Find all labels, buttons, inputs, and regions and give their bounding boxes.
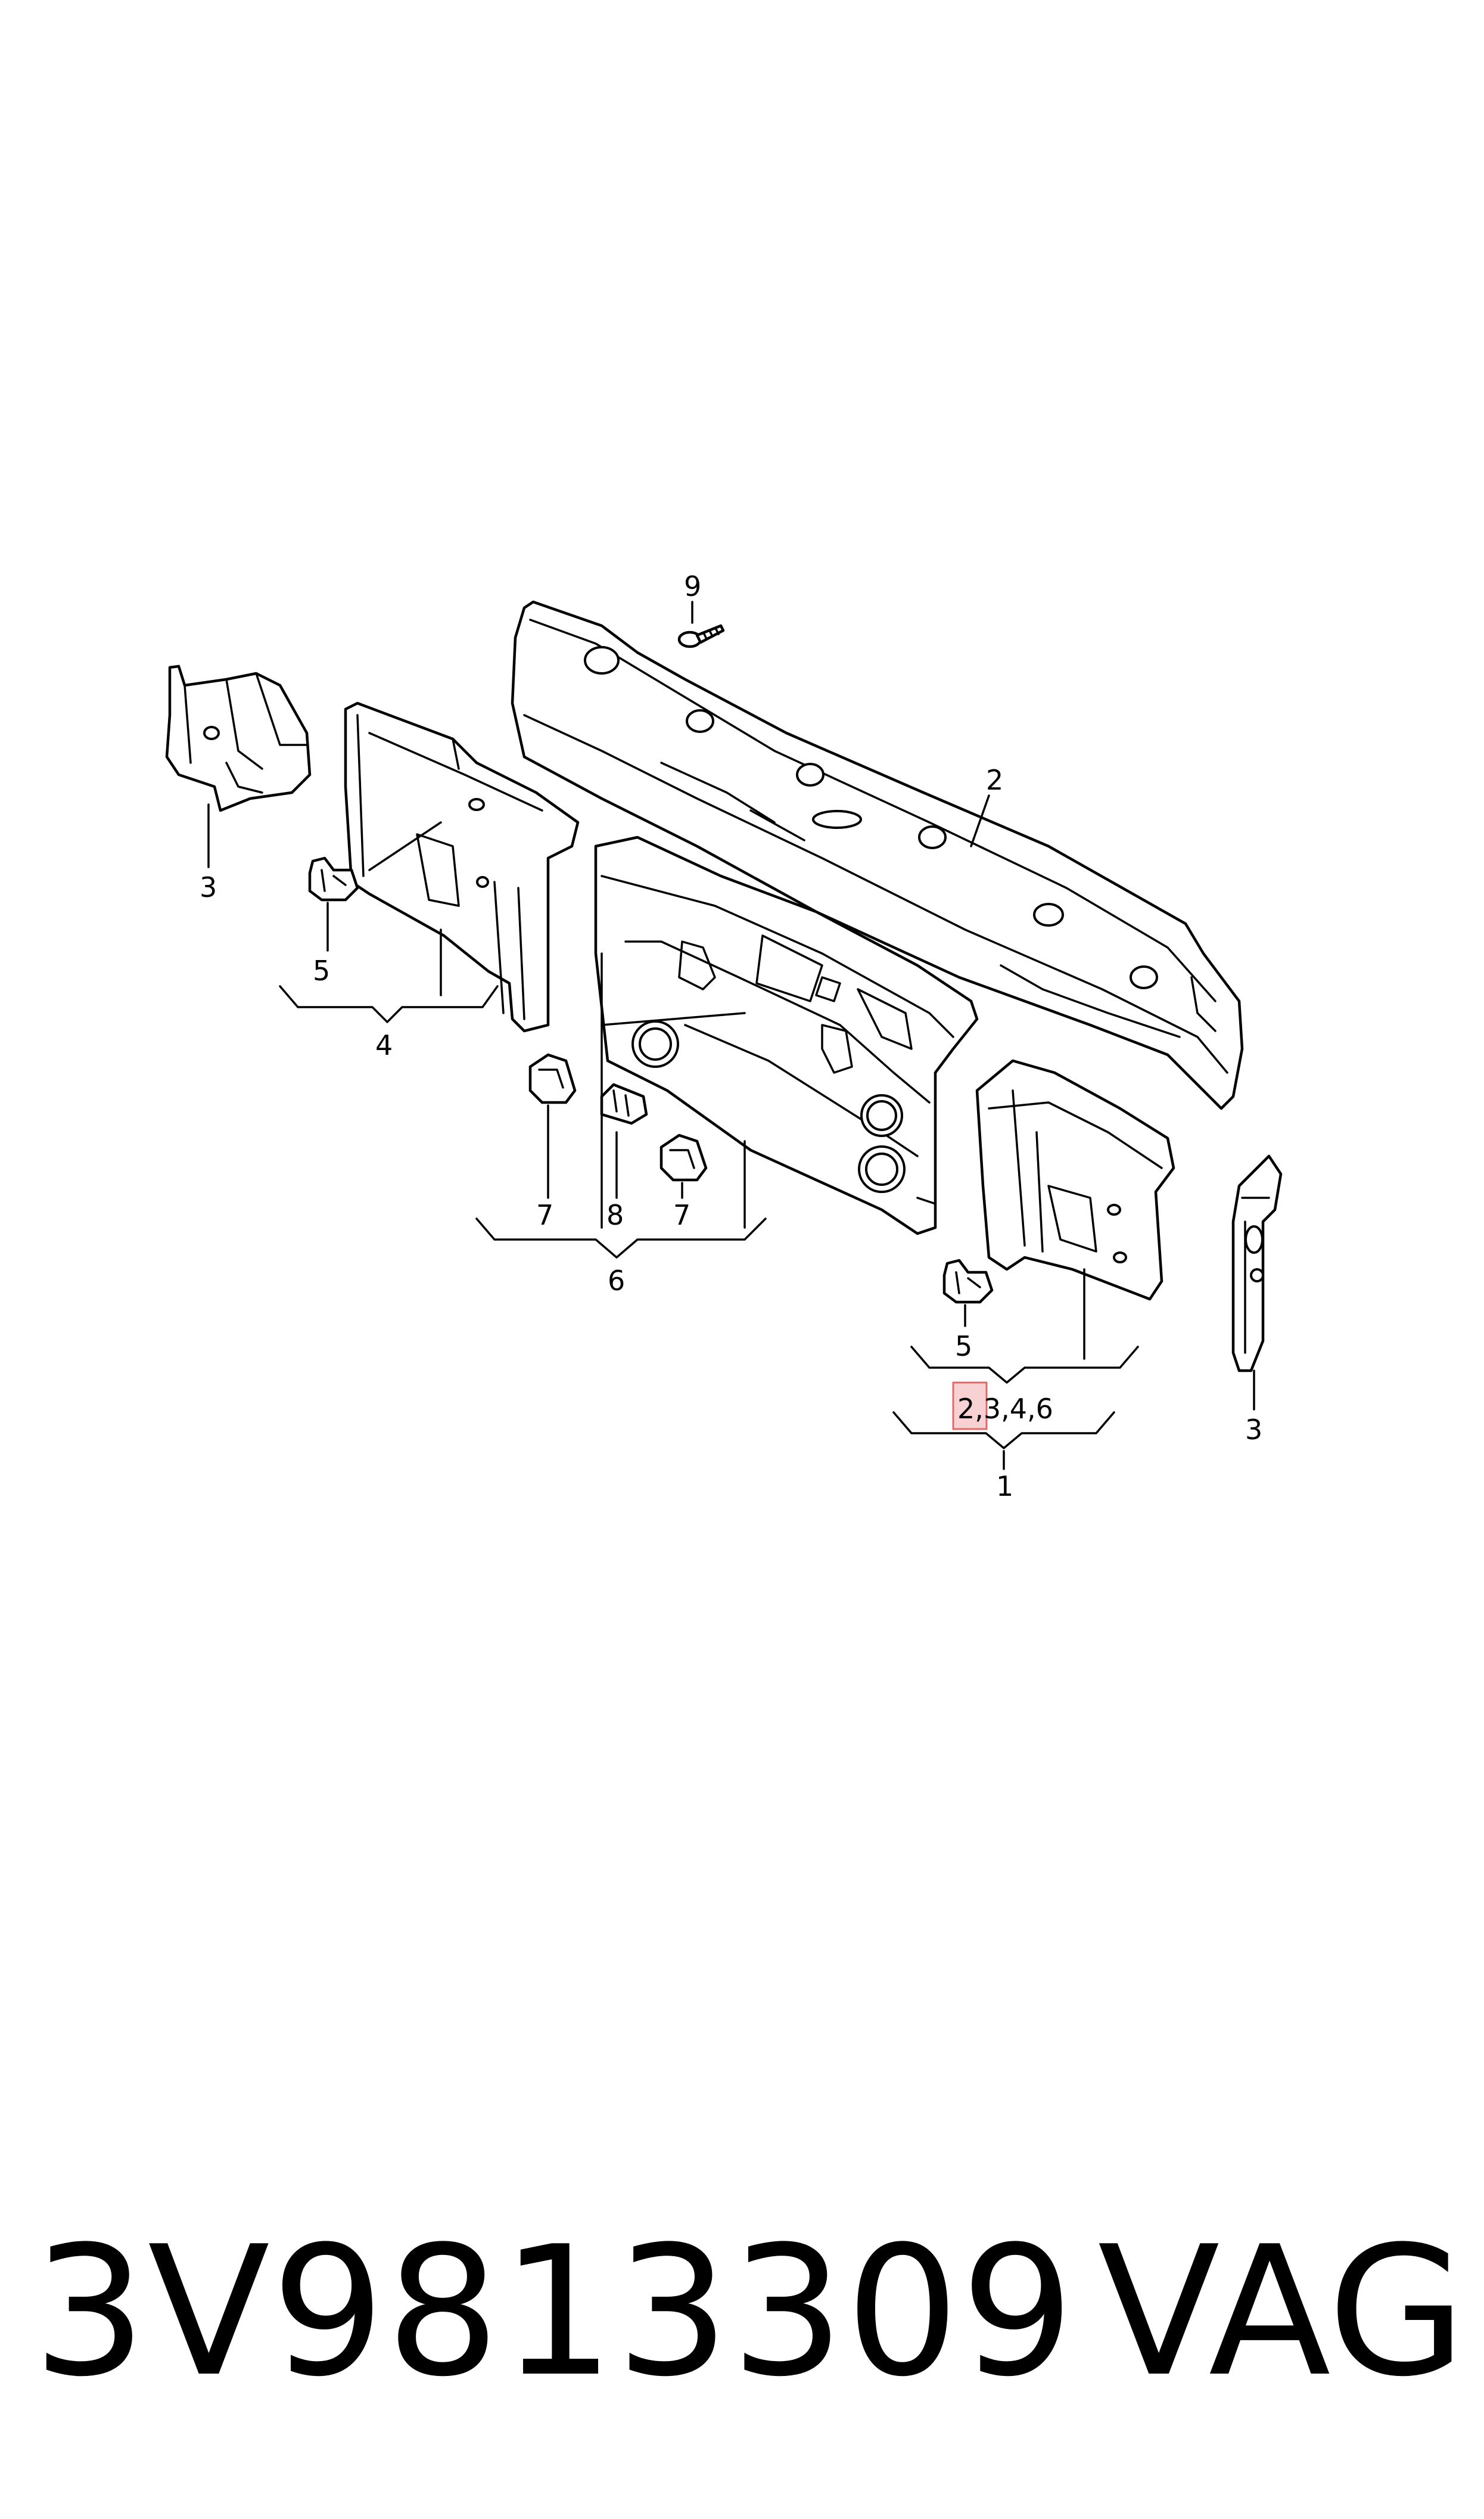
part-3-left-bracket: [165, 664, 312, 868]
brand-name: VAG: [1097, 2208, 1466, 2416]
part-4-right-panel: [975, 1059, 1175, 1360]
brace-1: [892, 1411, 1115, 1449]
callout-8: 8: [606, 1199, 624, 1231]
callout-2: 2: [986, 764, 1003, 796]
part-2-upper-crossmember: [511, 600, 1244, 1110]
part-9-screw: [677, 601, 725, 648]
brace-4: [279, 985, 499, 1023]
callout-1-component-rest: ,3,4,6: [975, 1393, 1053, 1425]
part-8-plug: [600, 1083, 648, 1199]
part-7-right-clip: [659, 1133, 708, 1199]
part-5-left-clip: [308, 856, 359, 952]
callout-6: 6: [608, 1265, 625, 1297]
part-7-left-clip: [528, 1053, 577, 1199]
part-6-bulkhead: [594, 835, 979, 1235]
part-5-right-clip: [942, 1259, 994, 1327]
callout-3-right: 3: [1245, 1414, 1262, 1446]
callout-3-left: 3: [200, 871, 217, 903]
part-3-right-bracket: [1231, 1154, 1283, 1411]
part-number: 3V9813309: [33, 2208, 1076, 2416]
component-highlight[interactable]: [952, 1381, 988, 1430]
callout-7-left: 7: [536, 1199, 553, 1231]
callout-4: 4: [375, 1029, 393, 1061]
callout-1: 1: [996, 1470, 1013, 1502]
footer: 3V9813309 VAG: [0, 2205, 1484, 2419]
brace-6: [475, 1217, 767, 1259]
part-4-left-panel: [344, 701, 580, 1033]
brace-right-assembly: [910, 1346, 1139, 1384]
callout-5-left: 5: [313, 955, 330, 987]
callout-1-component-highlighted[interactable]: 2: [957, 1393, 975, 1425]
callout-9: 9: [684, 570, 701, 602]
exploded-parts-diagram: 9 2 3 5 4 7 8 7 6 5 3 2,3,4,6 1: [165, 570, 1283, 1502]
callout-1-components: 2,3,4,6: [957, 1393, 1053, 1425]
callout-5-right: 5: [955, 1330, 972, 1362]
callout-7-right: 7: [673, 1199, 690, 1231]
